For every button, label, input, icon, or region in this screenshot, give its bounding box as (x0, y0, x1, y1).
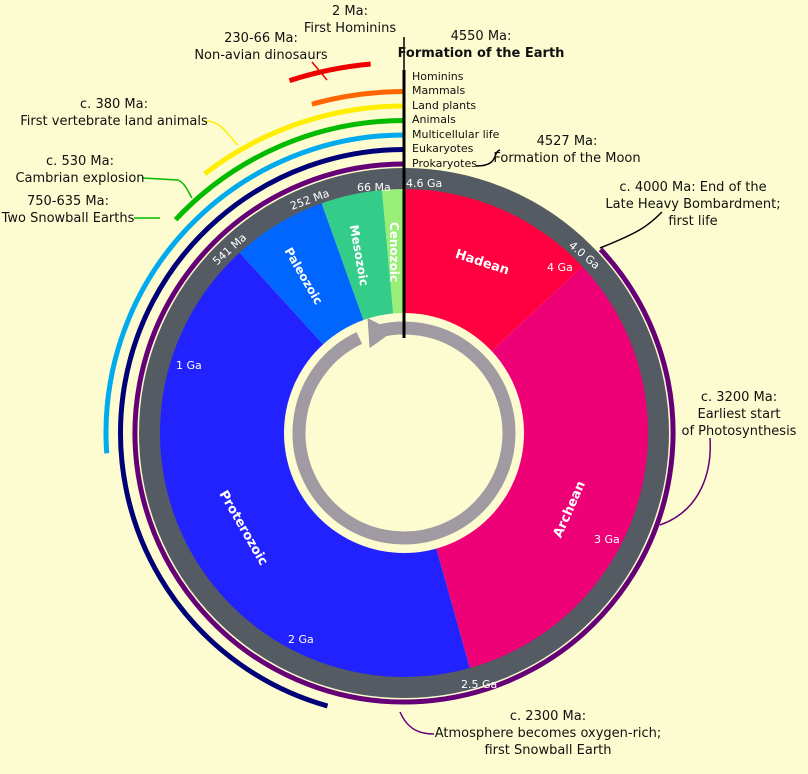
event-hominins-text: First Hominins (304, 21, 397, 36)
event-snowball-date: 750-635 Ma: (27, 194, 109, 209)
event-bombardment-line1: c. 4000 Ma: End of the (619, 180, 766, 195)
life-label-eukaryotes: Eukaryotes (412, 142, 474, 155)
life-label-hominins: Hominins (412, 70, 464, 83)
tick-label-2-5ga: 2.5 Ga (461, 678, 497, 691)
event-cambrian-text: Cambrian explosion (15, 171, 144, 186)
event-land-animals-date: c. 380 Ma: (80, 97, 148, 112)
event-oxygen-line2: Atmosphere becomes oxygen-rich; (435, 726, 662, 741)
life-label-animals: Animals (412, 113, 456, 126)
event-photosynthesis-date: c. 3200 Ma: (701, 390, 777, 405)
event-dinosaurs-date: 230-66 Ma: (224, 31, 298, 46)
event-hominins-date: 2 Ma: (332, 4, 368, 19)
event-snowball-text: Two Snowball Earths (1, 211, 135, 226)
tick-label-4-6ga: 4.6 Ga (406, 177, 442, 190)
event-oxygen-line3: first Snowball Earth (484, 743, 611, 758)
event-moon-date: 4527 Ma: (537, 134, 598, 149)
era-label-cenozoic: Cenozoic (387, 222, 401, 282)
tick-label-66ma: 66 Ma (357, 181, 391, 194)
tick-label-1ga: 1 Ga (176, 359, 202, 372)
event-photosynthesis-line2: Earliest start (697, 407, 780, 422)
event-oxygen-date: c. 2300 Ma: (510, 709, 586, 724)
life-label-multicellular: Multicellular life (412, 128, 500, 141)
event-earth-date: 4550 Ma: (451, 29, 512, 44)
event-dinosaurs-text: Non-avian dinosaurs (194, 48, 328, 63)
event-earth-text: Formation of the Earth (398, 46, 565, 61)
life-label-prokaryotes: Prokaryotes (412, 157, 477, 170)
event-photosynthesis-line3: of Photosynthesis (682, 424, 797, 439)
tick-label-3ga: 3 Ga (594, 533, 620, 546)
inner-hole (284, 313, 524, 553)
life-label-land-plants: Land plants (412, 99, 476, 112)
tick-label-2ga: 2 Ga (288, 633, 314, 646)
event-moon-text: Formation of the Moon (493, 151, 640, 166)
event-cambrian-date: c. 530 Ma: (46, 154, 114, 169)
life-label-mammals: Mammals (412, 84, 465, 97)
event-bombardment-line3: first life (668, 214, 717, 229)
tick-label-4ga: 4 Ga (547, 261, 573, 274)
event-bombardment-line2: Late Heavy Bombardment; (605, 197, 780, 212)
event-land-animals-text: First vertebrate land animals (20, 114, 208, 129)
